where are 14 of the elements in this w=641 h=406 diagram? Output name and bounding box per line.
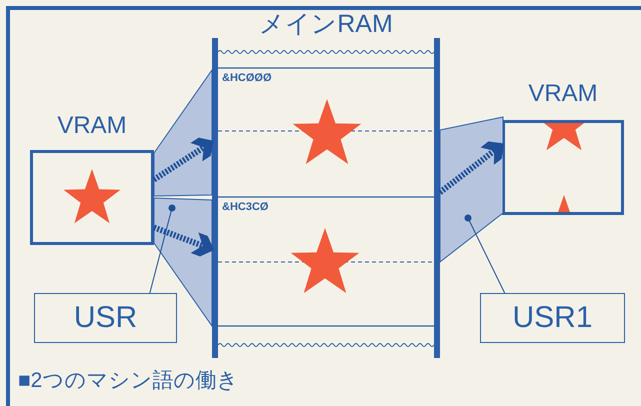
memory-heading: VRAM (527, 80, 599, 108)
memory-heading: VRAM (56, 112, 128, 140)
leader-line (149, 204, 176, 294)
caption: ■2つのマシン語の働き (18, 368, 238, 394)
memory-map (212, 14, 440, 360)
projection-funnel (154, 198, 212, 326)
projection-funnel (154, 70, 212, 196)
leader-line (464, 214, 506, 294)
register-label: USR (34, 293, 177, 343)
address-label: &HCØØØ (222, 72, 272, 84)
register-label: USR1 (480, 293, 625, 343)
projection-funnel (440, 117, 503, 262)
address-label: &HC3CØ (222, 201, 268, 213)
memory-heading: メインRAM (258, 10, 394, 38)
